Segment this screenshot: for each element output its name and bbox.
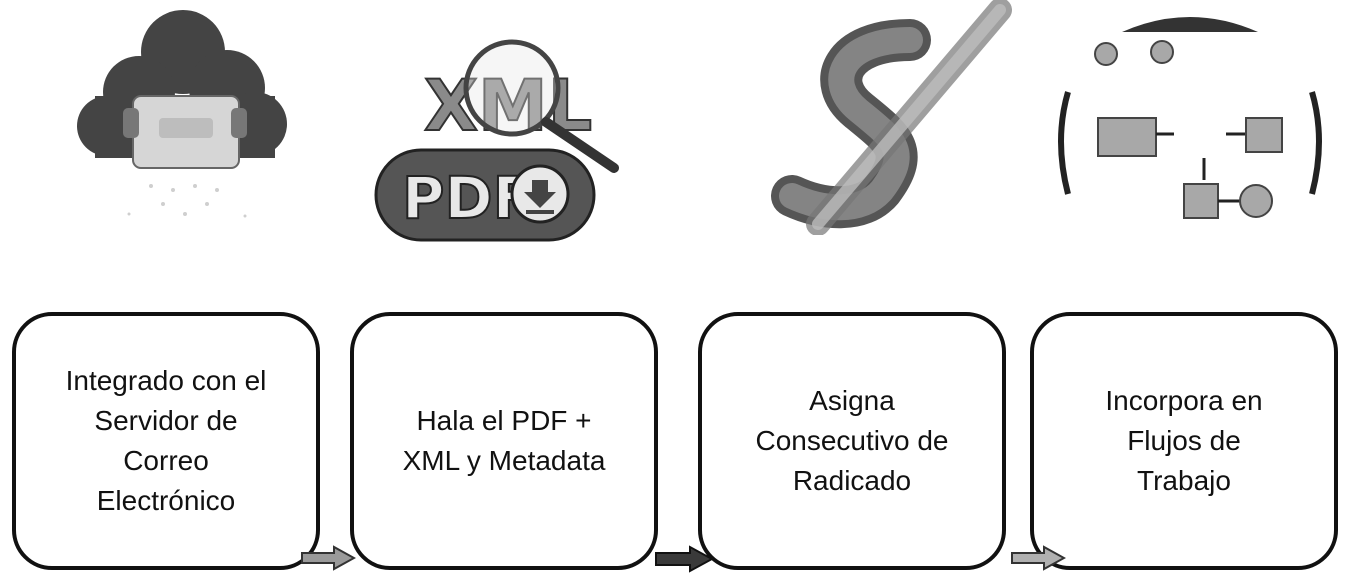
arrow-right-icon: [1010, 545, 1067, 576]
pdf-logo-text: PDF: [402, 164, 532, 232]
step-label: Incorpora en Flujos de Trabajo: [1105, 385, 1263, 496]
step-box-3: Asigna Consecutivo de Radicado: [698, 312, 1006, 570]
xml-pdf-download-icon: XML PDF: [362, 0, 632, 248]
dollar-sign-icon: [752, 0, 1012, 236]
step-box-1: Integrado con el Servidor de Correo Elec…: [12, 312, 320, 570]
step-box-4: Incorpora en Flujos de Trabajo: [1030, 312, 1338, 570]
arrow-right-icon: [654, 545, 715, 578]
step-label: Hala el PDF + XML y Metadata: [402, 405, 606, 476]
step-box-2: Hala el PDF + XML y Metadata: [350, 312, 658, 570]
arrow-right-icon: [300, 545, 357, 576]
step-label: Asigna Consecutivo de Radicado: [755, 385, 949, 496]
workflow-icon: [1050, 0, 1330, 240]
cloud-server-icon: [55, 0, 305, 240]
step-label: Integrado con el Servidor de Correo Elec…: [65, 365, 267, 516]
